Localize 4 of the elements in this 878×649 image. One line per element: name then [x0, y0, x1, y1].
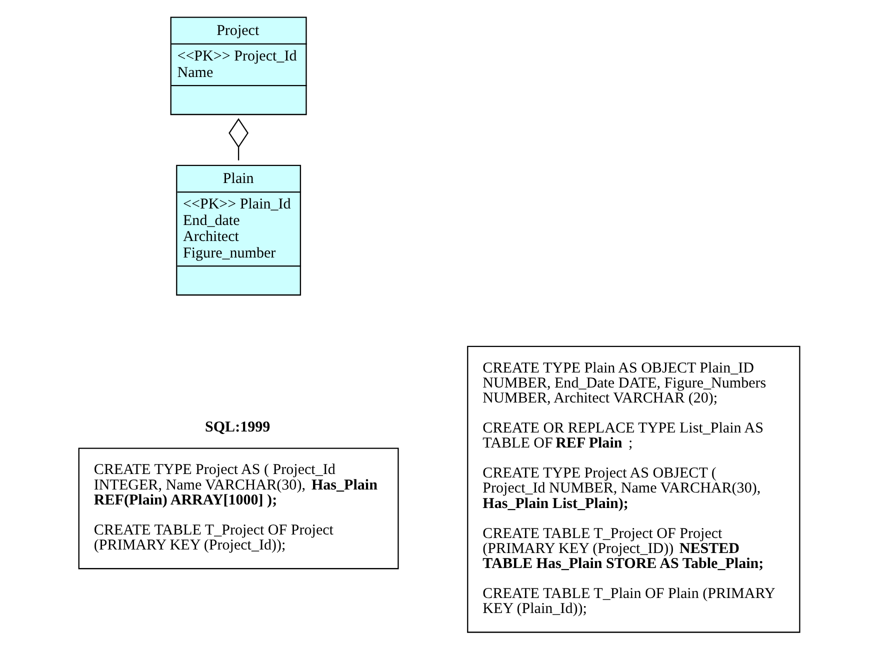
node-label: SQL:1999: [204, 419, 270, 436]
node-box: CREATE TYPE Project AS ( Project_Id INTEGER, Name VARCHAR(30), Has_Plain REF(Plain) ARRAY[1000] ); CREATE TABLE T_Project OF Project (PRIMARY KEY (Project_Id));: [78, 448, 399, 570]
connector: [228, 118, 248, 160]
node-box: CREATE TYPE Plain AS OBJECT Plain_ID NUMBER, End_Date DATE, Figure_Numbers NUMBER, Architect VARCHAR (20); CREATE OR REPLACE TYPE List_Plain AS TABLE OF REF Plain; CREATE TYPE Project AS OBJECT ( Project_Id NUMBER, Name VARCHAR(30), Has_Plain List_Plain); CREATE TABLE T_Project OF Project (PRIMARY KEY (Project_ID)) NESTED TABLE Has_Plain STORE AS Table_Plain; CREATE TABLE T_Plain OF Plain (PRIMARY KEY (Plain_Id));: [467, 346, 800, 633]
